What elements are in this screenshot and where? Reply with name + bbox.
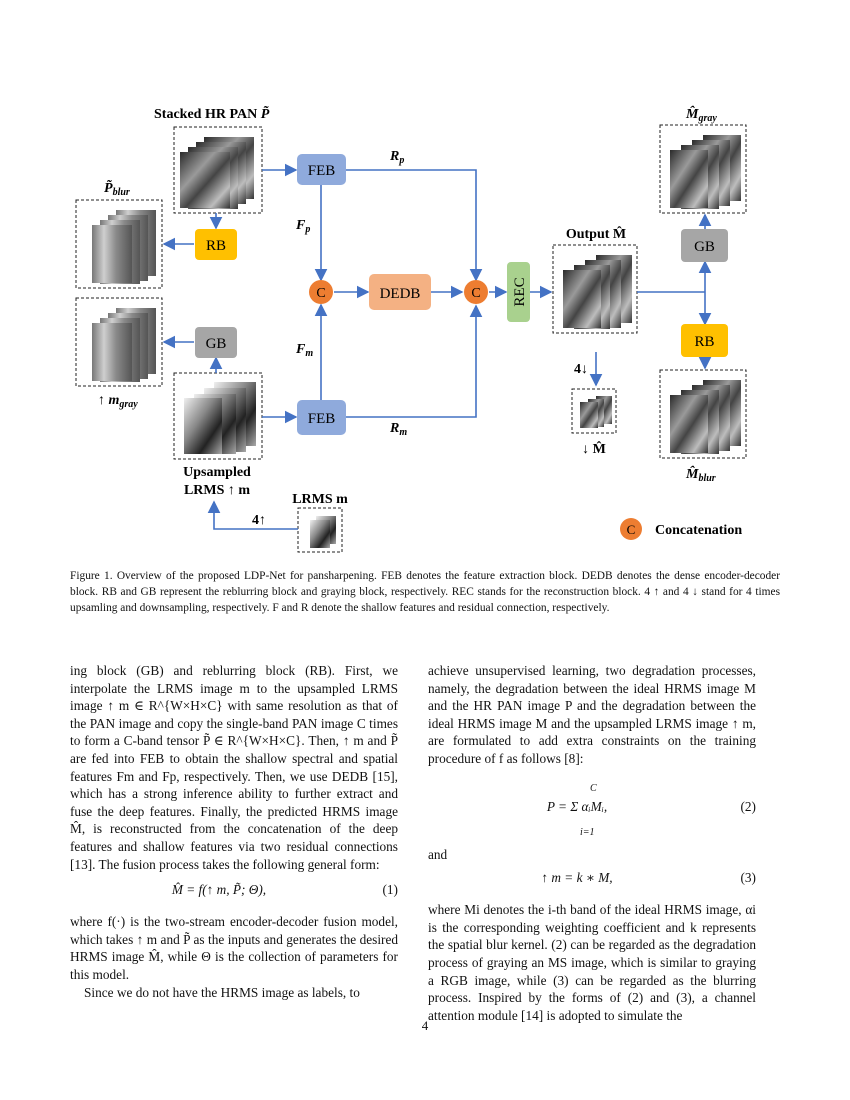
mgray-stack-image	[92, 308, 156, 382]
equation-1: M̂ = f(↑ m, P̃; Θ), (1)	[171, 882, 398, 898]
feb-bottom-block: FEB	[297, 400, 346, 435]
rec-block: REC	[507, 262, 530, 322]
svg-text:C: C	[316, 286, 325, 301]
mgray-out-stack-image	[670, 135, 741, 209]
left-paragraph-1: ing block (GB) and reblurring block (RB)…	[70, 663, 398, 872]
right-paragraph-1: achieve unsupervised learning, two degra…	[428, 663, 756, 766]
gb-right-block: GB	[681, 229, 728, 262]
dedb-block: DEDB	[369, 274, 431, 310]
downm-label: ↓ M̂	[582, 440, 606, 457]
left-paragraph-3: Since we do not have the HRMS image as l…	[84, 984, 360, 1000]
up4-label: 4↑	[252, 513, 266, 528]
feb-top-block: FEB	[297, 154, 346, 185]
rm-label: Rm	[389, 421, 407, 438]
concat-node-1: C	[309, 280, 333, 304]
equation-2: C P = Σ αᵢMᵢ, i=1 (2)	[546, 782, 756, 838]
right-and: and	[428, 846, 448, 862]
downm-frame	[571, 388, 617, 434]
mblur-out-frame	[659, 369, 747, 459]
rb-left-block: RB	[195, 229, 237, 260]
concat-node-2: C	[464, 280, 488, 304]
pblur-label: P̃blur	[104, 178, 130, 198]
pan-stack-image	[180, 137, 254, 209]
mblur-out-label: M̂blur	[685, 465, 716, 484]
equation-3: ↑ m = k ∗ M, (3)	[541, 870, 756, 886]
mgray-out-frame	[659, 124, 747, 214]
svg-text:Concatenation: Concatenation	[655, 523, 742, 538]
figure-caption: Figure 1. Overview of the proposed LDP-N…	[70, 570, 780, 614]
mgray-out-label: M̂gray	[685, 105, 717, 124]
mgray-frame	[75, 297, 163, 387]
legend: C Concatenation	[620, 518, 742, 540]
gb-left-block: GB	[195, 327, 237, 358]
uplrms-frame	[173, 372, 263, 460]
upsampled-label-2: LRMS ↑ m	[184, 483, 250, 498]
output-frame	[552, 244, 638, 334]
pblur-frame	[75, 199, 163, 289]
lrms-image	[310, 516, 336, 548]
up-mgray-label: ↑ mgray	[98, 393, 138, 410]
svg-text:REC: REC	[512, 277, 528, 306]
svg-text:RB: RB	[206, 238, 226, 254]
uplrms-stack-image	[184, 382, 256, 454]
down4-label: 4↓	[574, 362, 588, 377]
right-paragraph-2: where Mi denotes the i-th band of the id…	[428, 902, 756, 1023]
stacked-pan-label: Stacked HR PAN P̃	[154, 104, 270, 122]
svg-text:FEB: FEB	[308, 411, 336, 427]
rp-label: Rp	[389, 149, 404, 166]
svg-text:DEDB: DEDB	[380, 286, 421, 302]
svg-text:GB: GB	[694, 239, 715, 255]
left-column: ing block (GB) and reblurring block (RB)…	[70, 662, 398, 1001]
figure-diagram: FEB FEB DEDB REC RB GB GB RB C C C Conca…	[75, 104, 747, 553]
mblur-out-stack-image	[670, 380, 741, 454]
svg-text:GB: GB	[206, 336, 227, 352]
page-number: 4	[421, 1018, 429, 1033]
svg-text:C: C	[627, 522, 636, 537]
fp-label: Fp	[295, 218, 310, 235]
svg-text:C: C	[471, 286, 480, 301]
fm-label: Fm	[295, 342, 313, 359]
rb-right-block: RB	[681, 324, 728, 357]
lrms-label: LRMS m	[292, 492, 348, 507]
right-column: achieve unsupervised learning, two degra…	[428, 662, 756, 1024]
output-label: Output M̂	[566, 225, 626, 242]
downm-image	[580, 396, 612, 428]
left-paragraph-2: where f(·) is the two-stream encoder-dec…	[70, 914, 398, 982]
svg-text:RB: RB	[694, 334, 714, 350]
output-stack-image	[563, 255, 632, 329]
upsampled-label-1: Upsampled	[183, 465, 251, 480]
lrms-frame	[297, 507, 343, 553]
pblur-stack-image	[92, 210, 156, 284]
svg-text:FEB: FEB	[308, 163, 336, 179]
